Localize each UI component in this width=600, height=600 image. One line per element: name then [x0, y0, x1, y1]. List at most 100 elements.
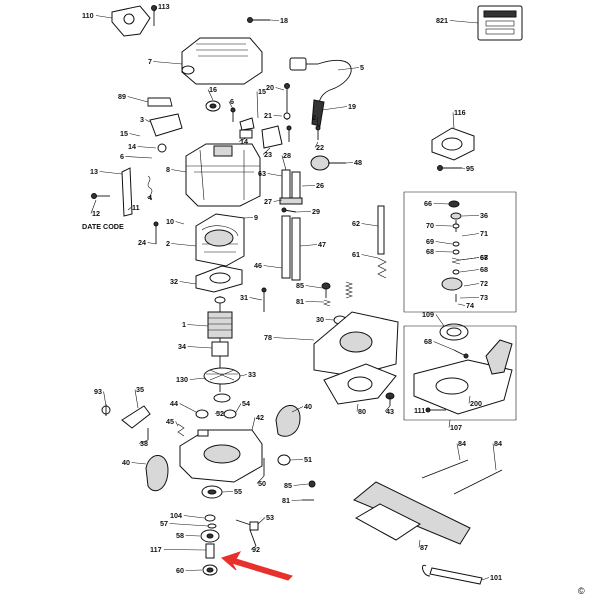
part-95-screw — [437, 165, 462, 171]
callout-c107: 107 — [450, 423, 462, 432]
callout-c29: 29 — [312, 207, 320, 216]
part-109-ring — [439, 323, 469, 341]
leader-c40a — [291, 406, 304, 413]
part-6-screw — [230, 107, 236, 122]
leader-c44 — [179, 403, 197, 413]
leader-c78 — [273, 337, 315, 341]
leader-c72 — [463, 283, 480, 287]
callout-c50: 50 — [258, 479, 266, 488]
leader-c50 — [256, 475, 265, 484]
callout-c63: 63 — [258, 169, 266, 178]
callout-c84b: 84 — [494, 439, 502, 448]
leader-c42 — [251, 417, 256, 431]
leader-c81a — [305, 301, 325, 303]
callout-c74: 74 — [466, 301, 474, 310]
callout-c46: 46 — [254, 261, 262, 270]
part-13-lever — [121, 167, 133, 217]
callout-c95: 95 — [466, 164, 474, 173]
callout-c89: 89 — [118, 92, 126, 101]
leader-c14a — [137, 146, 157, 149]
callout-c27: 27 — [264, 197, 272, 206]
leader-c12 — [90, 199, 97, 214]
callout-c42: 42 — [256, 413, 264, 422]
callout-c38: 38 — [140, 439, 148, 448]
part-7-motor-cover — [181, 37, 263, 85]
callout-c12: 12 — [92, 209, 100, 218]
leader-c87 — [418, 539, 421, 548]
leader-c20 — [275, 87, 285, 91]
leader-c18 — [269, 19, 280, 21]
callout-c22: 22 — [316, 143, 324, 152]
leader-c33 — [239, 374, 248, 377]
callout-c84a: 84 — [458, 439, 466, 448]
leader-c14b — [238, 137, 247, 142]
callout-c40b: 40 — [122, 458, 130, 467]
part-60-nut — [202, 564, 218, 576]
callout-c7: 7 — [148, 57, 152, 66]
callout-c60: 60 — [176, 566, 184, 575]
leader-c66 — [433, 203, 451, 205]
leader-c34 — [187, 346, 213, 349]
callout-c16: 16 — [209, 85, 217, 94]
callout-c111: 111 — [414, 406, 425, 415]
callout-c20: 20 — [266, 83, 274, 92]
leader-c58 — [185, 535, 201, 537]
leader-c85 — [305, 285, 323, 289]
callout-c117: 117 — [150, 545, 162, 554]
callout-c200: 200 — [470, 399, 482, 408]
leader-c35 — [134, 389, 139, 409]
callout-c36: 36 — [480, 211, 488, 220]
leader-c43 — [384, 405, 391, 412]
leader-c32 — [179, 281, 197, 285]
leader-c6a — [228, 101, 234, 110]
callout-c81b: 81 — [282, 496, 290, 505]
leader-c47 — [299, 244, 318, 247]
leader-c93 — [103, 391, 107, 407]
part-21-nut — [283, 112, 291, 120]
leader-c80 — [356, 403, 359, 412]
callout-c80: 80 — [358, 407, 366, 416]
part-35-clamp-lever — [121, 405, 151, 429]
callout-c92: 92 — [252, 545, 260, 554]
leader-c24 — [147, 242, 157, 245]
part-117-collet — [205, 543, 215, 559]
part-18 — [247, 17, 270, 23]
leader-c3 — [145, 119, 151, 123]
callout-c35: 35 — [136, 385, 144, 394]
part-821-label-plate — [477, 5, 523, 41]
leader-lines — [90, 6, 497, 581]
callout-c48: 48 — [354, 158, 362, 167]
leader-c27 — [273, 199, 283, 202]
leader-c5 — [337, 67, 360, 71]
part-34-washer — [213, 393, 231, 403]
leader-c31 — [249, 297, 263, 301]
part-42-lower-housing — [179, 429, 263, 483]
leader-c95 — [461, 167, 466, 169]
leader-c19 — [321, 106, 348, 111]
callout-c85b: 85 — [284, 481, 292, 490]
part-80-plate — [323, 363, 397, 405]
part-110 — [111, 5, 151, 37]
part-24-screw — [153, 221, 159, 244]
part-40-handle-left — [145, 455, 169, 492]
callout-c24: 24 — [138, 238, 146, 247]
part-54-bushing — [223, 409, 237, 419]
callout-c68c: 68 — [480, 253, 488, 262]
callout-c68a: 68 — [426, 247, 434, 256]
leader-c1 — [187, 324, 209, 327]
part-61-spring — [377, 257, 387, 279]
date-code-label: DATE CODE — [82, 222, 124, 231]
part-81-screw — [323, 299, 331, 307]
callout-c3: 3 — [140, 115, 144, 124]
parts-box-66-74 — [403, 191, 517, 313]
callout-c62: 62 — [352, 219, 360, 228]
callout-c14a: 14 — [128, 142, 136, 151]
leader-c109 — [435, 314, 445, 327]
leader-c92 — [250, 545, 257, 550]
leader-c110 — [95, 15, 113, 19]
part-threaded-rods — [345, 281, 353, 299]
callout-c85: 85 — [296, 281, 304, 290]
part-84-guide-rods — [421, 459, 503, 495]
leader-c62 — [361, 223, 379, 227]
